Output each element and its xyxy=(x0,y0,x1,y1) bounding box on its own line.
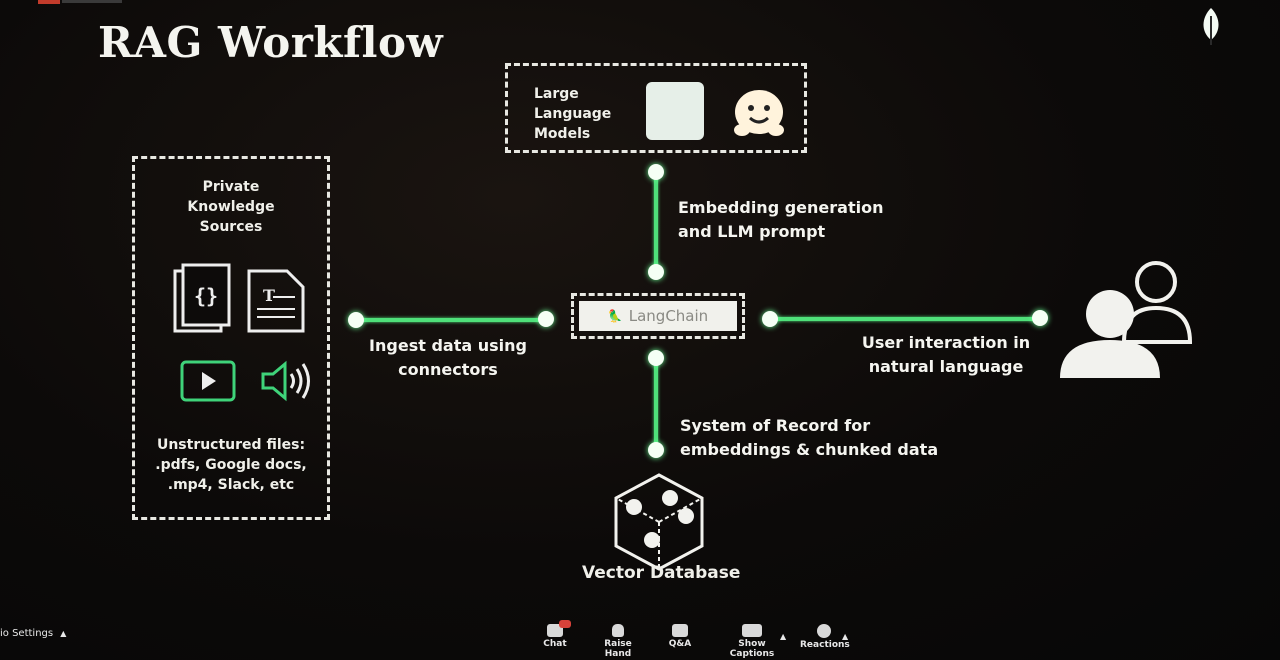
label-left: Ingest data using connectors xyxy=(362,334,534,382)
sources-caption-line: .pdfs, Google docs, xyxy=(155,457,307,473)
raise-hand-button[interactable]: Raise Hand xyxy=(590,624,646,659)
connector-dot xyxy=(648,442,664,458)
qa-label: Q&A xyxy=(668,639,692,649)
hugging-face-icon xyxy=(734,90,784,136)
raise-hand-label: Raise Hand xyxy=(604,639,632,659)
label-left-line: Ingest data using xyxy=(369,336,527,355)
window-tab-indicator-2 xyxy=(62,0,122,3)
sources-title-line: Knowledge xyxy=(187,199,275,215)
chevron-up-icon: ▲ xyxy=(60,629,67,638)
private-knowledge-sources-box: Private Knowledge Sources {} T Unstructu… xyxy=(132,156,330,520)
llm-label-line: Language xyxy=(534,106,612,122)
code-file-icon: {} xyxy=(173,263,231,333)
captions-label: Show Captions xyxy=(729,639,775,659)
label-left-line: connectors xyxy=(398,360,498,379)
connector-dot xyxy=(1032,310,1048,326)
window-tab-indicator xyxy=(38,0,60,4)
show-captions-button[interactable]: Show Captions xyxy=(716,624,788,659)
connector-dot xyxy=(762,311,778,327)
speaker-icon xyxy=(261,360,310,402)
sources-title: Private Knowledge Sources xyxy=(135,177,327,237)
text-file-icon: T xyxy=(247,269,305,333)
sources-caption: Unstructured files: .pdfs, Google docs, … xyxy=(135,435,327,495)
leaf-icon xyxy=(1203,8,1219,45)
label-right-line: User interaction in xyxy=(861,333,1031,352)
connector-dot xyxy=(538,311,554,327)
label-top-line: Embedding generation xyxy=(678,198,884,217)
label-bottom-line: embeddings & chunked data xyxy=(680,440,939,459)
connector-dot xyxy=(648,164,664,180)
smiley-icon xyxy=(817,624,831,638)
captions-icon xyxy=(742,624,762,637)
captions-options-chevron-up-icon[interactable]: ▲ xyxy=(780,632,787,641)
label-top-line: and LLM prompt xyxy=(678,222,826,241)
llm-label-line: Models xyxy=(534,126,591,142)
sources-caption-line: Unstructured files: xyxy=(156,437,306,453)
reactions-options-chevron-up-icon[interactable]: ▲ xyxy=(842,632,849,641)
connector-dot xyxy=(648,350,664,366)
label-right-line: natural language xyxy=(868,357,1024,376)
video-icon xyxy=(180,360,236,402)
vector-db-label: Vector Database xyxy=(582,563,741,583)
qa-button[interactable]: Q&A xyxy=(668,624,692,649)
qa-icon xyxy=(672,624,688,637)
audio-settings-button[interactable]: io Settings ▲ xyxy=(0,628,66,639)
chat-icon xyxy=(547,620,571,637)
connector-dot xyxy=(648,264,664,280)
label-top: Embedding generation and LLM prompt xyxy=(678,196,883,244)
audio-settings-label: io Settings xyxy=(0,628,54,639)
label-bottom-line: System of Record for xyxy=(680,416,871,435)
langchain-label: LangChain xyxy=(628,307,709,325)
sources-caption-line: .mp4, Slack, etc xyxy=(167,477,295,493)
connector-top xyxy=(654,172,658,272)
chat-button[interactable]: Chat xyxy=(543,620,571,649)
reactions-label: Reactions xyxy=(800,640,850,650)
label-right: User interaction in natural language xyxy=(846,331,1046,379)
connector-dot xyxy=(348,312,364,328)
sources-title-line: Sources xyxy=(199,219,263,235)
vector-db-icon xyxy=(614,473,704,571)
llm-box: Large Language Models xyxy=(505,63,807,153)
connector-bottom xyxy=(654,358,658,450)
connector-right xyxy=(770,317,1040,321)
svg-text:{}: {} xyxy=(194,284,218,308)
svg-text:T: T xyxy=(263,286,275,305)
llm-label-line: Large xyxy=(534,86,579,102)
label-bottom: System of Record for embeddings & chunke… xyxy=(680,414,938,462)
slide-title: RAG Workflow xyxy=(98,18,444,67)
sources-title-line: Private xyxy=(202,179,260,195)
llm-label: Large Language Models xyxy=(534,84,634,144)
langchain-icon: 🦜 xyxy=(607,309,623,323)
connector-left xyxy=(358,318,546,322)
reactions-button[interactable]: Reactions xyxy=(800,624,850,650)
llm-model-icon xyxy=(646,82,704,140)
langchain-box: 🦜 LangChain xyxy=(571,293,745,339)
hand-icon xyxy=(612,624,624,637)
chat-label: Chat xyxy=(543,639,567,649)
users-icon xyxy=(1060,261,1193,378)
langchain-logo: 🦜 LangChain xyxy=(579,301,737,331)
unread-badge xyxy=(559,620,571,628)
